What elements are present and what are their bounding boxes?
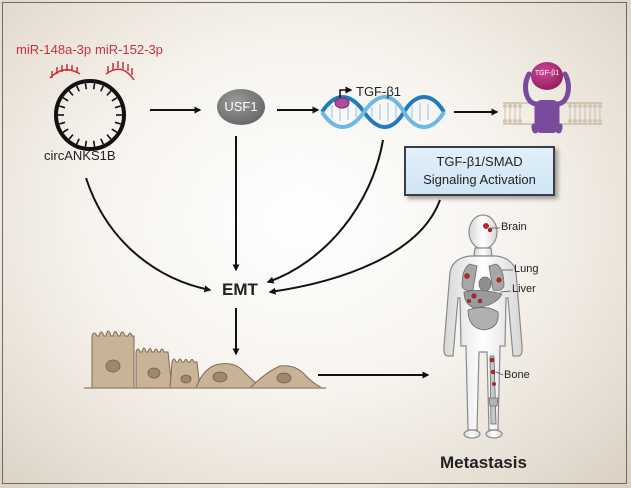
organ-label-brain: Brain (501, 221, 527, 233)
ring-tick (68, 90, 74, 96)
human-body-silhouette (443, 214, 523, 439)
lipid-head (507, 118, 513, 124)
pathway-arrows (85, 106, 499, 379)
lipid-head (577, 103, 583, 109)
epithelial-to-mesenchymal-cells (84, 330, 326, 389)
organ-leader-lines (490, 227, 513, 376)
lipid-head (587, 103, 593, 109)
circ-rna-ring (54, 79, 126, 151)
tgf-beta-ligand-label: TGF-β1 (534, 70, 560, 77)
lipid-head (572, 103, 578, 109)
arrow-circ-to-emt (85, 177, 212, 293)
mirna-148a-hairpin (49, 64, 81, 79)
arrow-dna-to-emt (266, 139, 384, 284)
ring-tick (100, 85, 105, 92)
ring-tick (59, 121, 66, 125)
lipid-head (567, 103, 573, 109)
ring-tick (75, 138, 80, 145)
lipid-head (512, 103, 518, 109)
usf1-ellipse (217, 89, 265, 125)
lipid-head (517, 103, 523, 109)
ring-tick (100, 138, 105, 145)
ring-tick (75, 85, 80, 92)
mirna-148a-label: miR-148a-3p (16, 42, 92, 57)
dna-helix (320, 95, 446, 129)
usf1-label: USF1 (224, 99, 258, 114)
organ-label-liver: Liver (512, 283, 536, 295)
lung-left (461, 263, 478, 291)
ring-tick (111, 128, 118, 133)
ring-tick (84, 140, 88, 147)
lipid-head (597, 103, 603, 109)
lipid-head (517, 118, 523, 124)
lipid-head (582, 118, 588, 124)
ring-tick (62, 128, 69, 133)
circ-rna-label: circANKS1B (44, 148, 116, 163)
ring-tick (84, 83, 88, 90)
ring-tick (68, 134, 74, 140)
lipid-head (507, 103, 513, 109)
transcription-start-arrow (339, 86, 353, 100)
lipid-head (592, 118, 598, 124)
intestines (467, 307, 499, 331)
lipid-head (587, 118, 593, 124)
ring-tick (114, 105, 121, 109)
knee-bone (488, 397, 499, 407)
lipid-head (512, 118, 518, 124)
lung-right (488, 263, 505, 291)
mirna-152-label: miR-152-3p (95, 42, 163, 57)
smad-signaling-box: TGF-β1/SMAD Signaling Activation (404, 146, 555, 196)
ring-tick (114, 121, 121, 125)
ring-tick (106, 90, 112, 96)
lipid-head (597, 118, 603, 124)
heart (478, 276, 492, 292)
lipid-head (577, 118, 583, 124)
body-organs (461, 263, 505, 425)
tgf-beta-gene-label: TGF-β1 (356, 84, 402, 99)
tgf-beta-ligand (531, 62, 563, 90)
ring-tick (106, 134, 112, 140)
ring-tick (62, 97, 69, 102)
lipid-head (502, 118, 508, 124)
lipid-head (572, 118, 578, 124)
ring-tick (92, 140, 96, 147)
ring-tick (111, 97, 118, 102)
mirna-152-hairpin (105, 61, 135, 81)
smad-box-line2: Signaling Activation (423, 172, 536, 187)
lipid-head (582, 103, 588, 109)
lipid-head (567, 118, 573, 124)
lipid-head (592, 103, 598, 109)
usf1-binding-dot (334, 97, 350, 109)
metastasis-lesions (464, 223, 502, 386)
organ-label-lung: Lung (514, 263, 539, 275)
metastasis-label: Metastasis (440, 453, 527, 472)
organ-label-bone: Bone (504, 369, 530, 381)
cell-nuclei (105, 359, 292, 384)
ring-tick (92, 83, 96, 90)
lipid-head (502, 103, 508, 109)
smad-box-line1: TGF-β1/SMAD (436, 154, 523, 169)
tgf-beta-receptor (523, 71, 571, 134)
ring-tick (59, 105, 66, 109)
emt-label: EMT (222, 280, 258, 299)
arrow-smad-to-emt (268, 199, 441, 295)
